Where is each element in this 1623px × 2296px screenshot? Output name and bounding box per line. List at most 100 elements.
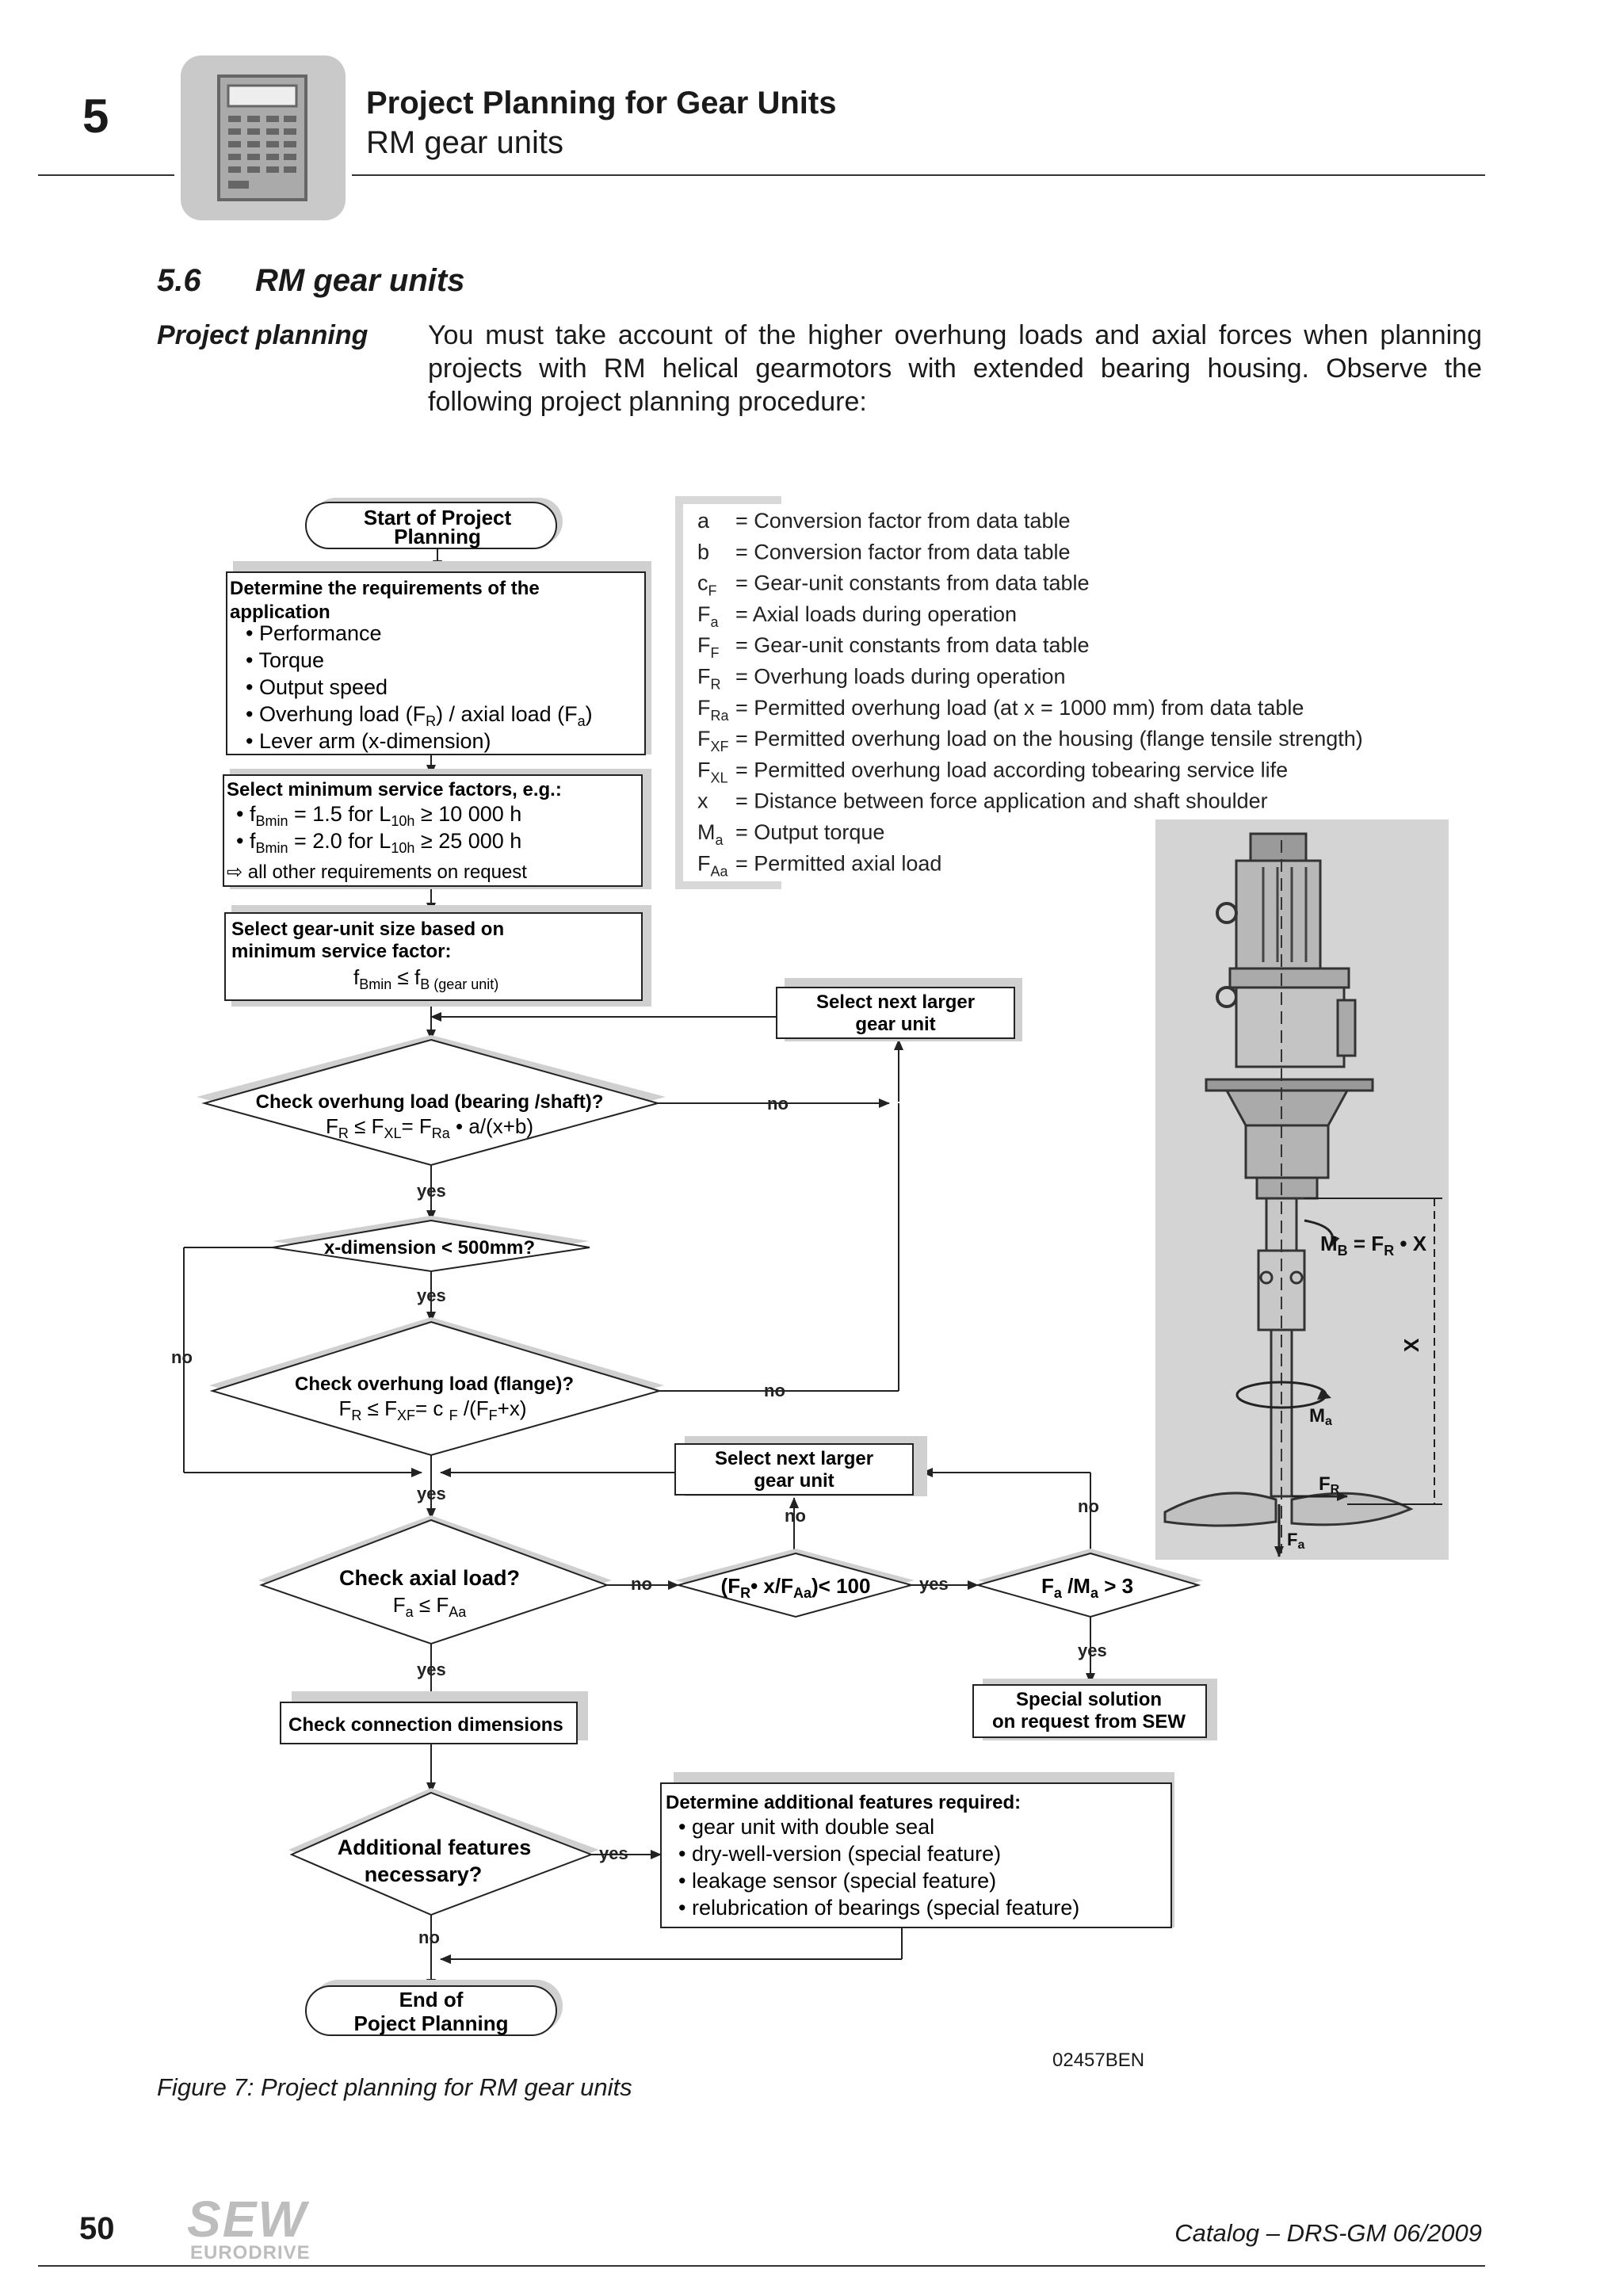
gear-size-title-1: Select gear-unit size based on [231,919,504,940]
gear-size-box: Select gear-unit size based on minimum s… [224,905,651,1007]
connection-dimensions-label: Check connection dimensions [288,1714,563,1736]
next-larger-box-lower: Select next larger gear unit [674,1436,927,1496]
section-number: 5.6 [157,263,201,298]
overhung-bearing-formula: FR ≤ FXL= FRa • a/(x+b) [326,1114,533,1141]
x-dimension-mark: X [1400,1338,1423,1352]
figure-caption: Figure 7: Project planning for RM gear u… [157,2073,632,2101]
req-performance: • Performance [246,621,382,645]
service-factor-line1: • fBmin = 1.5 for L10h ≥ 10 000 h [236,802,521,829]
legend-row: FXL= Permitted overhung load according t… [697,758,1288,785]
decision-fa-ma: Fa /Ma > 3 [975,1549,1203,1618]
label-no-bearing: no [767,1094,789,1114]
label-yes-xdim: yes [417,1286,446,1305]
legend-row: cF= Gear-unit constants from data table [697,571,1090,599]
start-label-line1: Start of Project [364,506,512,529]
service-factors-box: Select minimum service factors, e.g.: • … [223,769,651,889]
special-solution-2: on request from SEW [992,1711,1186,1733]
additional-features-1: Additional features [338,1836,532,1859]
intro-paragraph: You must take account of the higher over… [428,320,1482,417]
overhung-bearing-title: Check overhung load (bearing /shaft)? [256,1091,604,1113]
section-title: RM gear units [255,263,465,298]
label-yes-additional: yes [599,1843,628,1863]
req-lever-arm: • Lever arm (x-dimension) [246,729,491,753]
service-factor-note: ⇨ all other requirements on request [227,861,527,883]
axial-load-formula: Fa ≤ FAa [393,1593,468,1620]
logo-eurodrive: EURODRIVE [187,2243,314,2264]
branch-labels: no yes yes no no yes no no no yes yes ye… [171,1094,1107,1947]
label-yes-axial: yes [417,1660,446,1679]
requirements-title-1: Determine the requirements of the [230,578,540,599]
gearmotor-illustration [1155,819,1449,1560]
connection-dimensions-box: Check connection dimensions [280,1691,588,1744]
decision-overhung-flange: Check overhung load (flange)? FR ≤ FXF= … [209,1317,664,1457]
decision-x-dimension: x-dimension < 500mm? [272,1216,590,1273]
end-terminal: End of Poject Planning [305,1980,563,2036]
sew-eurodrive-logo: SEW EURODRIVE [187,2194,314,2264]
footer-rule [38,2265,1485,2267]
header-subtitle: RM gear units [366,125,563,160]
legend-row: x= Distance between force application an… [697,789,1268,813]
header-rule-left [38,174,174,176]
label-yes-fama: yes [1078,1641,1107,1660]
legend-row: b= Conversion factor from data table [697,540,1070,563]
decision-ratio: (FR• x/FAa)< 100 [675,1549,915,1618]
end-label-line2: Poject Planning [353,2011,508,2035]
requirements-title-2: application [230,602,330,623]
catalog-reference: Catalog – DRS-GM 06/2009 [1174,2219,1482,2247]
decision-axial-load: Check axial load? Fa ≤ FAa [258,1515,612,1645]
label-no-fama: no [1078,1496,1099,1516]
legend-row: FXF= Permitted overhung load on the hous… [697,727,1363,755]
ratio-formula: (FR• x/FAa)< 100 [721,1574,871,1601]
legend-row: Ma= Output torque [697,820,884,848]
side-label: Project planning [157,320,369,350]
fr-label: FR [1319,1473,1340,1496]
header-title: Project Planning for Gear Units [366,86,837,120]
label-no-ratio: no [785,1506,806,1526]
illustration-labels: MB = FR • X X Ma FR Fa [1287,1232,1427,1552]
label-no-axial: no [631,1574,652,1594]
fa-ma-formula: Fa /Ma > 3 [1041,1574,1133,1601]
overhung-flange-title: Check overhung load (flange)? [295,1373,574,1395]
special-solution-1: Special solution [1016,1689,1162,1710]
legend-row: Fa= Axial loads during operation [697,602,1017,630]
legend-row: FAa= Permitted axial load [697,851,941,879]
service-factors-title: Select minimum service factors, e.g.: [227,779,562,800]
legend-row: FR= Overhung loads during operation [697,665,1066,693]
legend-row: FRa= Permitted overhung load (at x = 100… [697,696,1304,724]
mb-formula: MB = FR • X [1320,1232,1427,1259]
label-yes-bearing: yes [417,1181,446,1201]
fa-label: Fa [1287,1530,1304,1552]
feature-relubrication: • relubrication of bearings (special fea… [678,1896,1079,1920]
calculator-icon [181,55,346,220]
req-torque: • Torque [246,648,324,672]
page-number: 50 [79,2211,115,2246]
end-label-line1: End of [399,1988,464,2011]
axial-load-title: Check axial load? [339,1566,520,1590]
next-larger-box-upper: Select next larger gear unit [776,978,1022,1041]
additional-features-2: necessary? [365,1862,483,1886]
requirements-box: Determine the requirements of the applic… [226,561,651,755]
req-overhung-load: • Overhung load (FR) / axial load (Fa) [246,702,593,729]
start-terminal: Start of Project Planning [305,498,563,549]
service-factor-line2: • fBmin = 2.0 for L10h ≥ 25 000 h [236,829,521,856]
label-no-flange: no [764,1381,785,1400]
label-no-additional: no [418,1927,440,1947]
special-solution-box: Special solution on request from SEW [972,1679,1217,1740]
feature-leakage-sensor: • leakage sensor (special feature) [678,1869,996,1893]
header-rule-right [352,174,1485,176]
gear-size-formula: fBmin ≤ fB (gear unit) [353,965,498,992]
start-label-line2: Planning [394,525,481,548]
legend-row: FF= Gear-unit constants from data table [697,633,1090,661]
label-yes-ratio: yes [919,1574,949,1594]
gear-size-title-2: minimum service factor: [231,941,451,962]
req-output-speed: • Output speed [246,675,388,699]
overhung-flange-formula: FR ≤ FXF= c F /(FF+x) [339,1396,527,1423]
features-title: Determine additional features required: [666,1792,1021,1813]
x-dimension-label: x-dimension < 500mm? [324,1237,535,1259]
ma-label: Ma [1309,1405,1332,1428]
label-no-xdim: no [171,1347,193,1367]
chapter-number: 5 [82,90,109,143]
features-box: Determine additional features required: … [660,1772,1174,1928]
